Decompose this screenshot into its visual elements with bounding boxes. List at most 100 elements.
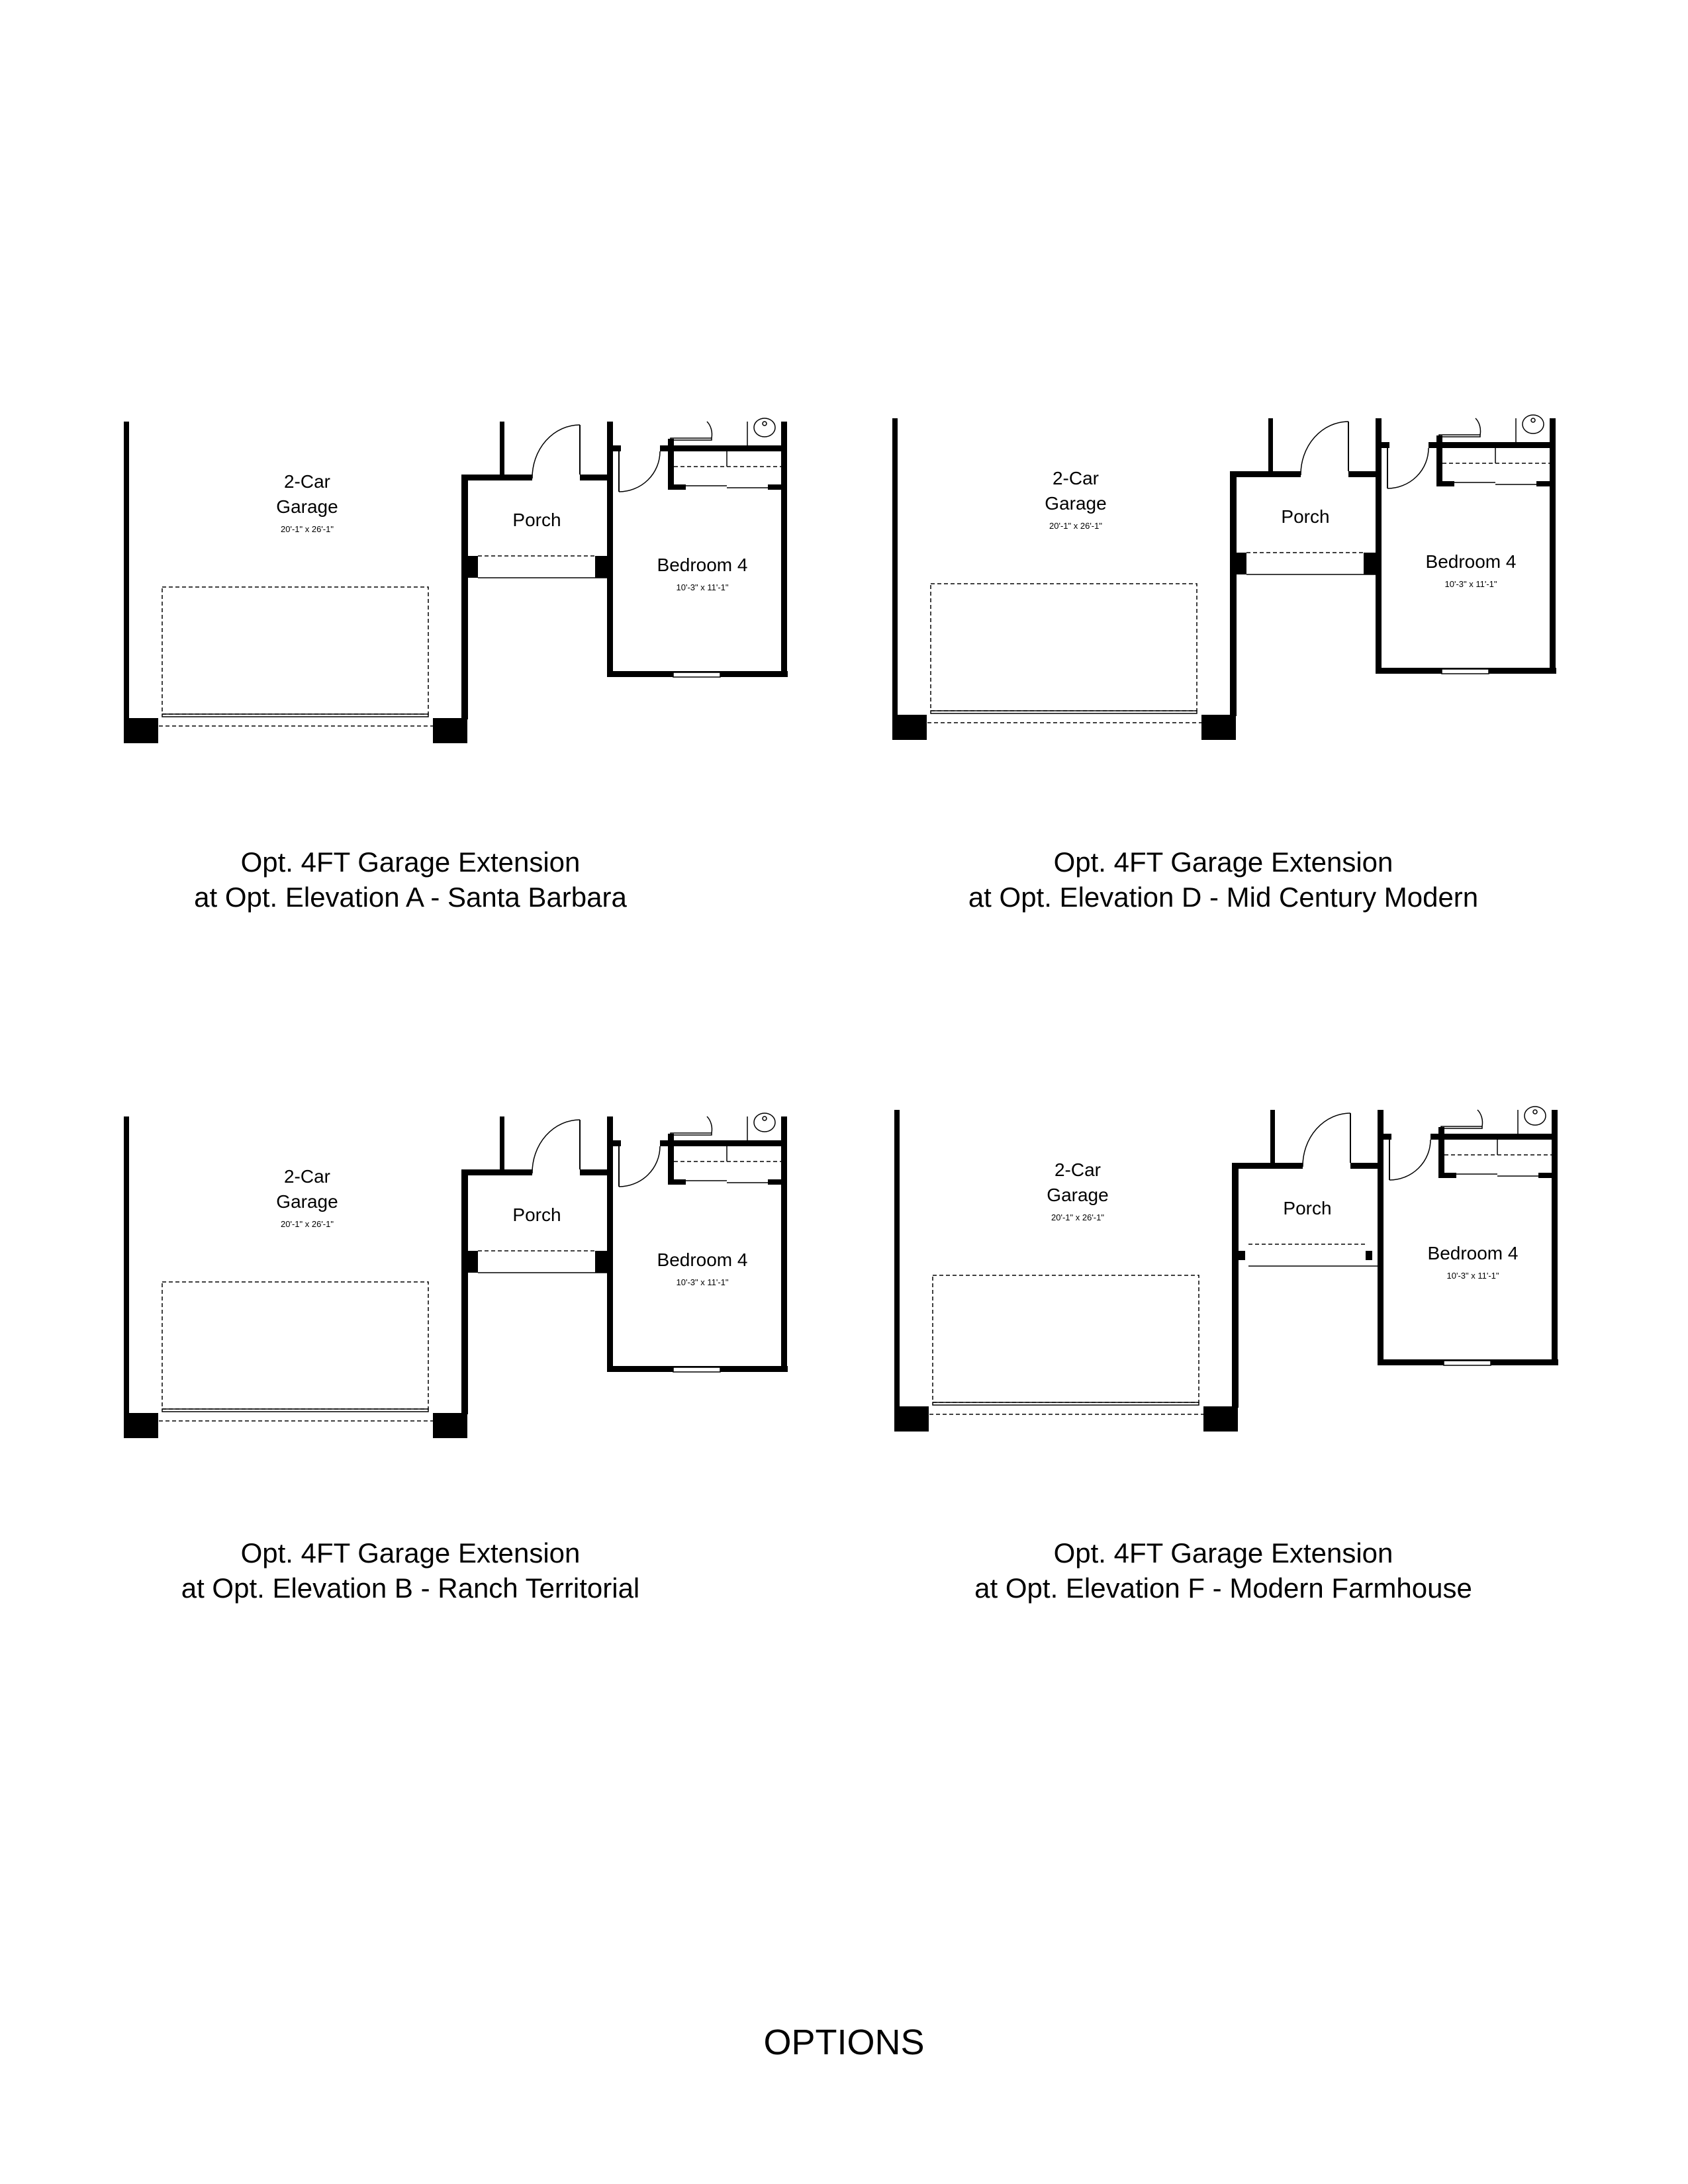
caption-elevation-a: Opt. 4FT Garage Extension at Opt. Elevat… [79,844,741,915]
bedroom-label: Bedroom 4 [1426,551,1517,572]
caption-line2: at Opt. Elevation A - Santa Barbara [194,882,627,913]
entry-wall [500,422,504,476]
bedroom-dimensions: 10'-3" x 11'-1" [1447,1271,1499,1281]
porch-pier-right [1366,1251,1372,1260]
bedroom-dimensions: 10'-3" x 11'-1" [677,582,729,592]
closet-top-wall [1429,442,1552,448]
garage-dimensions: 20'-1" x 26'-1" [281,1219,334,1229]
door-swing [1302,1113,1351,1167]
closet-left-wall [1438,1127,1444,1178]
garage-right-wall [1232,1163,1239,1408]
porch-pier-left [1239,1251,1245,1260]
door-swing [532,424,581,479]
caption-elevation-f: Opt. 4FT Garage Extension at Opt. Elevat… [892,1535,1554,1606]
garage-label-line1: 2-Car [1053,468,1099,488]
closet-top-wall [660,1140,783,1146]
garage-label-line2: Garage [276,1191,338,1212]
caption-line2: at Opt. Elevation F - Modern Farmhouse [974,1572,1472,1604]
porch-pier-left [468,556,478,578]
closet-top-wall [1430,1134,1554,1140]
porch-right-wall [1376,418,1382,674]
toilet [1522,414,1544,434]
porch-top-wall [1348,471,1382,477]
entry-wall [1268,418,1273,473]
garage-label-line1: 2-Car [284,1166,330,1187]
porch-top-wall [580,475,613,480]
floor-plan-drawing: 2-Car Garage 20'-1" x 26'-1" Porch Bedro… [124,1113,788,1438]
closet-top-wall [660,445,783,451]
garage-right-wall [461,1169,468,1414]
garage-door [162,1408,429,1412]
garage-dimensions: 20'-1" x 26'-1" [1051,1212,1104,1222]
bedroom-window [1441,668,1489,674]
garage-right-pier [1203,1406,1238,1432]
porch-label: Porch [512,510,561,530]
garage-door [162,713,429,717]
garage-door [930,710,1197,714]
bedroom-right-wall [781,422,787,677]
porch-top-wall [1230,471,1301,477]
porch-right-wall [1378,1110,1383,1365]
caption-line1: Opt. 4FT Garage Extension [240,1537,581,1569]
toilet [753,418,776,437]
garage-right-wall [461,475,468,719]
garage-left-wall [892,418,898,716]
entry-wall [500,1116,504,1171]
garage-label-line2: Garage [1047,1185,1108,1205]
garage-left-wall [894,1110,900,1408]
floor-plan-drawing: 2-Car Garage 20'-1" x 26'-1" Porch Bedro… [124,418,788,743]
porch-label: Porch [1281,506,1329,527]
garage-right-pier [1201,715,1236,740]
floor-plan-drawing: 2-Car Garage 20'-1" x 26'-1" Porch Bedro… [894,1106,1558,1432]
caption-line2: at Opt. Elevation B - Ranch Territorial [181,1572,640,1604]
porch-label: Porch [512,1205,561,1225]
garage-extension-outline [162,586,429,715]
porch-pier-right [595,1251,607,1273]
garage-left-wall [124,422,129,719]
porch-top-wall [461,1169,532,1175]
caption-line2: at Opt. Elevation D - Mid Century Modern [968,882,1479,913]
closet-left-wall [668,1134,674,1185]
porch-right-wall [607,1116,613,1372]
bedroom-window [673,1367,721,1373]
bedroom-door-swing [1389,1139,1431,1181]
garage-label-line1: 2-Car [1055,1160,1101,1180]
porch-top-wall [580,1169,613,1175]
porch-label: Porch [1283,1198,1331,1218]
bedroom-label: Bedroom 4 [1428,1243,1519,1263]
garage-door [932,1402,1199,1406]
caption-line1: Opt. 4FT Garage Extension [1053,1537,1393,1569]
bedroom-dimensions: 10'-3" x 11'-1" [677,1277,729,1287]
toilet [1524,1106,1546,1126]
page-title: OPTIONS [763,2023,925,2062]
bedroom-dimensions: 10'-3" x 11'-1" [1445,579,1497,589]
garage-left-pier [892,715,927,740]
bedroom-door-swing [618,1146,661,1187]
caption-elevation-d: Opt. 4FT Garage Extension at Opt. Elevat… [892,844,1554,915]
bedroom-door-swing [1387,447,1429,489]
plan-elevation-f: 2-Car Garage 20'-1" x 26'-1" Porch Bedro… [890,1099,1565,1443]
porch-pier-left [468,1251,478,1273]
bedroom-window [1443,1360,1491,1366]
garage-extension-outline [930,583,1197,711]
closet-left-wall [1436,435,1442,486]
bedroom-right-wall [781,1116,787,1372]
garage-right-wall [1230,471,1237,716]
caption-line1: Opt. 4FT Garage Extension [240,846,581,878]
caption-line1: Opt. 4FT Garage Extension [1053,846,1393,878]
bedroom-label: Bedroom 4 [657,555,748,575]
porch-pier-left [1237,553,1246,574]
garage-label-line2: Garage [1045,493,1106,514]
door-swing [532,1119,581,1174]
garage-left-pier [124,1413,158,1438]
garage-dimensions: 20'-1" x 26'-1" [1049,521,1102,531]
garage-extension-outline [932,1275,1199,1403]
floor-plan-drawing: 2-Car Garage 20'-1" x 26'-1" Porch Bedro… [892,414,1556,740]
porch-top-wall [1232,1163,1303,1169]
garage-label-line1: 2-Car [284,471,330,492]
bedroom-right-wall [1550,418,1556,674]
plan-elevation-b: 2-Car Garage 20'-1" x 26'-1" Porch Bedro… [119,1105,794,1449]
bedroom-door-swing [618,451,661,492]
garage-label-line2: Garage [276,496,338,517]
bedroom-right-wall [1552,1110,1558,1365]
